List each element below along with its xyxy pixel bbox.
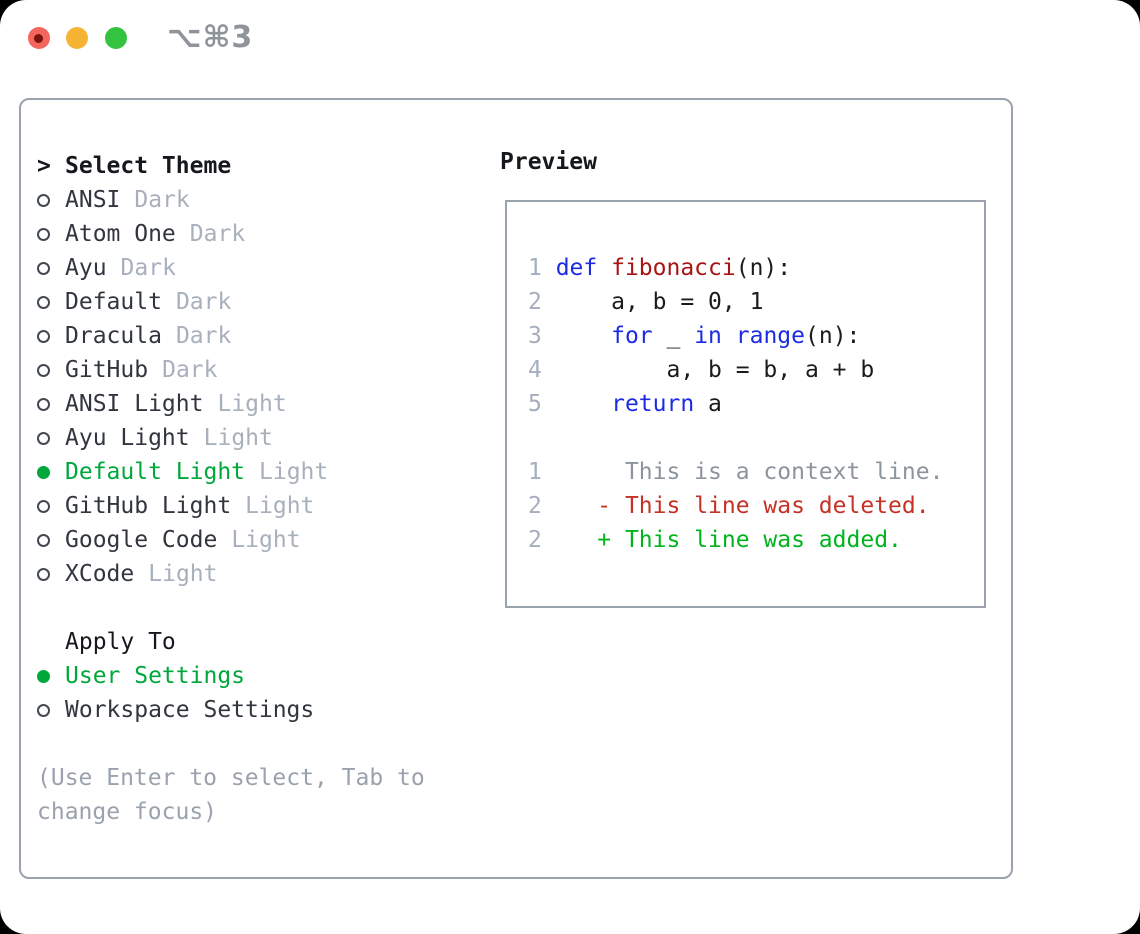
preview-label: Preview: [500, 149, 597, 175]
code-line: 2 - This line was deleted.: [528, 493, 930, 519]
code-line: 1 This is a context line.: [528, 459, 944, 485]
code-line: 2 a, b = 0, 1: [528, 289, 764, 315]
code-line: 3 for _ in range(n):: [528, 323, 861, 349]
radio-circle-icon: [37, 499, 50, 513]
radio-circle-icon: [37, 567, 50, 581]
code-line: 5 return a: [528, 391, 722, 417]
select-theme-label: Select Theme: [65, 153, 232, 179]
theme-name: Dracula: [65, 323, 162, 349]
radio-marker: [37, 295, 65, 309]
focus-marker: >: [37, 153, 65, 179]
theme-option[interactable]: Ayu Dark: [37, 251, 482, 285]
theme-name: Ayu: [65, 255, 107, 281]
radio-circle-icon: [37, 465, 50, 479]
theme-name: ANSI: [65, 187, 121, 213]
theme-option[interactable]: Ayu Light Light: [37, 421, 482, 455]
radio-circle-icon: [37, 227, 50, 241]
theme-variant: Light: [217, 391, 287, 417]
apply-to-header: Apply To: [37, 625, 482, 659]
theme-variant: Dark: [175, 289, 232, 315]
theme-variant: Dark: [189, 221, 246, 247]
theme-variant: Light: [231, 527, 301, 553]
theme-option[interactable]: Dracula Dark: [37, 319, 482, 353]
close-dot-icon: [34, 34, 43, 43]
theme-name: Default: [65, 289, 162, 315]
apply-to-name: Workspace Settings: [65, 697, 315, 723]
section-gap: [37, 727, 482, 761]
theme-name: Ayu Light: [65, 425, 190, 451]
theme-variant: Dark: [162, 357, 218, 383]
radio-marker: [37, 397, 65, 411]
hint-line-1: (Use Enter to select, Tab to: [37, 765, 425, 791]
radio-marker: [37, 363, 65, 377]
radio-circle-icon: [37, 533, 50, 547]
radio-circle-icon: [37, 193, 50, 207]
radio-circle-icon: [37, 703, 50, 717]
theme-variant: Dark: [175, 323, 232, 349]
radio-marker: [37, 329, 65, 343]
radio-marker: [37, 499, 65, 513]
radio-circle-icon: [37, 261, 50, 275]
theme-option[interactable]: GitHub Light Light: [37, 489, 482, 523]
prompt-icon: >: [37, 153, 51, 179]
hint-line-2: change focus): [37, 799, 218, 825]
apply-to-list: User Settings Workspace Settings: [37, 659, 482, 727]
code-line: 1 def fibonacci(n):: [528, 255, 792, 281]
apply-to-label: Apply To: [65, 629, 176, 655]
theme-option[interactable]: Google Code Light: [37, 523, 482, 557]
titlebar: ⌥⌘3: [0, 0, 1140, 76]
radio-circle-icon: [37, 295, 50, 309]
theme-option[interactable]: Default Dark: [37, 285, 482, 319]
apply-to-option[interactable]: Workspace Settings: [37, 693, 482, 727]
theme-name: Default Light: [65, 459, 246, 485]
theme-variant: Light: [203, 425, 273, 451]
theme-list: ANSI Dark Atom One Dark Ayu Dark: [37, 183, 482, 591]
radio-marker: [37, 703, 65, 717]
theme-picker-column: > Select Theme ANSI Dark: [37, 149, 482, 829]
preview-box: 1 def fibonacci(n): 2 a, b = 0, 1 3 for _ …: [505, 200, 986, 608]
radio-marker: [37, 193, 65, 207]
radio-marker: [37, 227, 65, 241]
theme-variant: Dark: [134, 187, 190, 213]
theme-option[interactable]: ANSI Light Light: [37, 387, 482, 421]
theme-name: ANSI Light: [65, 391, 204, 417]
minimize-button[interactable]: [66, 27, 88, 49]
theme-name: GitHub: [65, 357, 149, 383]
radio-circle-icon: [37, 329, 50, 343]
radio-circle-icon: [37, 397, 50, 411]
window-title: ⌥⌘3: [167, 20, 254, 55]
theme-option[interactable]: ANSI Dark: [37, 183, 482, 217]
radio-marker: [37, 567, 65, 581]
theme-variant: Light: [259, 459, 329, 485]
radio-marker: [37, 465, 65, 479]
theme-name: Atom One: [65, 221, 176, 247]
select-theme-header: > Select Theme: [37, 149, 482, 183]
radio-circle-icon: [37, 431, 50, 445]
theme-variant: Light: [245, 493, 315, 519]
close-button[interactable]: [28, 27, 50, 49]
theme-variant: Light: [148, 561, 218, 587]
theme-option[interactable]: Default Light Light: [37, 455, 482, 489]
theme-variant: Dark: [120, 255, 176, 281]
apply-to-name: User Settings: [65, 663, 246, 689]
main-panel: > Select Theme ANSI Dark: [19, 98, 1013, 879]
theme-option[interactable]: GitHub Dark: [37, 353, 482, 387]
theme-name: Google Code: [65, 527, 218, 553]
theme-name: XCode: [65, 561, 135, 587]
radio-marker: [37, 669, 65, 683]
radio-circle-icon: [37, 669, 50, 683]
code-line: [528, 421, 984, 455]
section-gap: [37, 591, 482, 625]
code-line: 4 a, b = b, a + b: [528, 357, 875, 383]
theme-option[interactable]: XCode Light: [37, 557, 482, 591]
zoom-button[interactable]: [105, 27, 127, 49]
theme-name: GitHub Light: [65, 493, 232, 519]
apply-to-option[interactable]: User Settings: [37, 659, 482, 693]
radio-marker: [37, 533, 65, 547]
radio-circle-icon: [37, 363, 50, 377]
code-line: 2 + This line was added.: [528, 527, 902, 553]
radio-marker: [37, 261, 65, 275]
theme-option[interactable]: Atom One Dark: [37, 217, 482, 251]
radio-marker: [37, 431, 65, 445]
